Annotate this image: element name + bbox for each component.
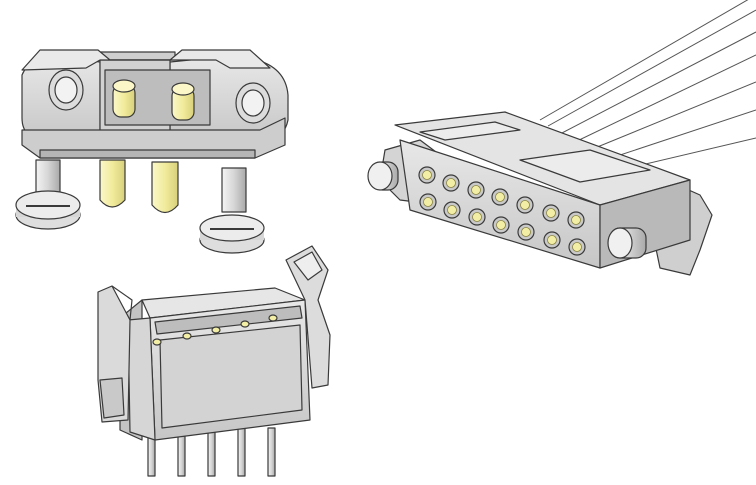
- pin-header-icon: [97, 245, 331, 477]
- cable-connector-icon: [367, 0, 756, 276]
- power-connector-icon: [15, 49, 289, 254]
- wire-bundle: [539, 0, 756, 171]
- socket-grid: [418, 166, 586, 256]
